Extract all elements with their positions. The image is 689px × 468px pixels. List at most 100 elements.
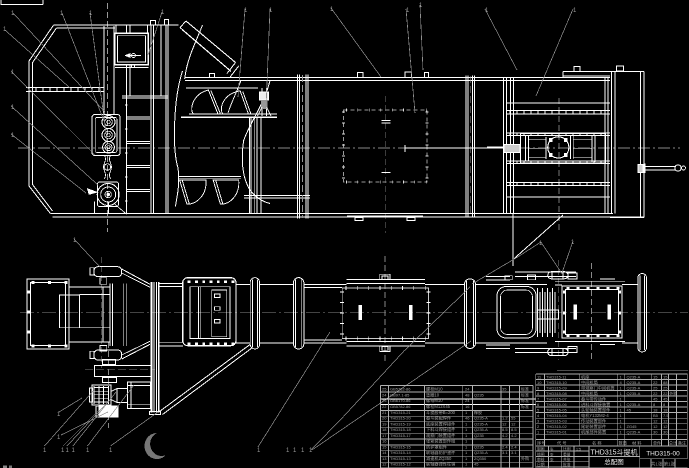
svg-text:螺栓M12X45: 螺栓M12X45	[426, 403, 451, 410]
svg-text:8.5: 8.5	[502, 427, 508, 432]
svg-text:14: 14	[382, 450, 387, 455]
svg-text:1: 1	[465, 433, 468, 438]
svg-text:总配图: 总配图	[604, 457, 624, 466]
svg-text:联轴器弹性柱销: 联轴器弹性柱销	[426, 461, 455, 468]
svg-text:10: 10	[537, 380, 542, 385]
svg-text:45: 45	[627, 407, 632, 412]
svg-text:1: 1	[330, 7, 334, 13]
svg-text:3.1: 3.1	[511, 450, 517, 455]
svg-text:审核: 审核	[537, 457, 545, 462]
svg-text:外购: 外购	[521, 455, 529, 461]
svg-text:材 料: 材 料	[632, 440, 642, 447]
svg-text:48: 48	[465, 392, 470, 397]
svg-text:1: 1	[465, 456, 468, 461]
svg-text:1: 1	[11, 133, 15, 139]
svg-text:3: 3	[537, 418, 540, 423]
svg-text:1: 1	[537, 429, 540, 434]
svg-text:1: 1	[620, 385, 623, 390]
svg-text:8.5: 8.5	[511, 427, 517, 432]
svg-text:6: 6	[537, 402, 540, 407]
svg-text:垫圈10: 垫圈10	[426, 391, 440, 398]
svg-text:11: 11	[537, 374, 542, 379]
svg-text:24: 24	[465, 398, 470, 403]
svg-text:Q235: Q235	[474, 433, 485, 438]
svg-text:机尾部件装置: 机尾部件装置	[581, 428, 606, 435]
svg-text:观察门装置组件: 观察门装置组件	[426, 432, 455, 439]
svg-text:1.2: 1.2	[502, 416, 508, 421]
svg-text:制图: 制图	[537, 447, 545, 452]
svg-text:标准: 标准	[521, 386, 529, 392]
svg-text:THD315-18: THD315-18	[390, 427, 411, 432]
svg-text:传动装置部件: 传动装置部件	[581, 417, 606, 424]
svg-text:30: 30	[653, 429, 658, 434]
svg-text:畚斗带传动件: 畚斗带传动件	[581, 395, 606, 402]
svg-text:1: 1	[11, 11, 15, 17]
svg-text:1: 1	[620, 402, 623, 407]
svg-text:1: 1	[571, 240, 575, 246]
svg-text:GB5782-86: GB5782-86	[390, 404, 411, 409]
svg-text:THD315-03: THD315-03	[546, 418, 567, 423]
svg-text:共1张 第1张: 共1张 第1张	[651, 461, 676, 468]
svg-text:1: 1	[620, 424, 623, 429]
svg-text:1: 1	[72, 448, 76, 454]
svg-text:1: 1	[539, 241, 543, 247]
svg-text:1: 1	[60, 11, 64, 17]
svg-text:重量: 重量	[563, 452, 571, 457]
svg-text:25: 25	[653, 385, 658, 390]
svg-text:THD315-21: THD315-21	[390, 410, 411, 415]
svg-text:2: 2	[537, 424, 540, 429]
svg-text:机座: 机座	[581, 373, 589, 380]
svg-text:45: 45	[663, 396, 668, 401]
svg-text:1: 1	[620, 374, 623, 379]
svg-text:4.2: 4.2	[511, 433, 517, 438]
svg-text:45: 45	[653, 396, 658, 401]
svg-text:THD315-07: THD315-07	[546, 396, 567, 401]
svg-text:THD315-20: THD315-20	[390, 416, 411, 421]
svg-text:Q235-A: Q235-A	[627, 385, 641, 390]
svg-text:46: 46	[465, 416, 470, 421]
svg-text:1: 1	[309, 448, 313, 454]
svg-text:总计: 总计	[669, 440, 677, 446]
svg-text:Q235-A: Q235-A	[627, 429, 641, 434]
svg-text:1: 1	[66, 448, 70, 454]
svg-text:Q235-A: Q235-A	[474, 416, 488, 421]
svg-text:1: 1	[620, 413, 623, 418]
svg-text:Q235-A: Q235-A	[627, 391, 641, 396]
svg-text:GB6170-86: GB6170-86	[390, 398, 411, 403]
svg-text:1: 1	[620, 429, 623, 434]
svg-text:1: 1	[465, 444, 468, 449]
svg-text:55: 55	[511, 416, 516, 421]
svg-text:Q235-A: Q235-A	[627, 380, 641, 385]
svg-text:THD315-19: THD315-19	[390, 421, 411, 426]
svg-text:30: 30	[663, 429, 668, 434]
svg-text:45: 45	[474, 462, 479, 467]
svg-text:尾轮装置部件: 尾轮装置部件	[581, 423, 606, 430]
svg-text:THD315-02: THD315-02	[546, 424, 567, 429]
svg-text:1: 1	[465, 421, 468, 426]
svg-text:1: 1	[406, 8, 410, 14]
svg-text:2.4: 2.4	[502, 444, 508, 449]
svg-text:批准: 批准	[563, 462, 571, 467]
svg-text:THD315-04: THD315-04	[546, 413, 567, 418]
svg-text:THD315-15: THD315-15	[390, 444, 411, 449]
svg-text:1: 1	[301, 448, 305, 454]
svg-text:35: 35	[502, 387, 507, 392]
svg-text:螺栓M10: 螺栓M10	[426, 386, 443, 393]
svg-text:中间机筒: 中间机筒	[581, 379, 598, 386]
svg-text:1: 1	[465, 462, 468, 467]
svg-text:比例: 比例	[563, 447, 571, 452]
svg-text:备注: 备注	[678, 440, 686, 446]
svg-text:THD315-08: THD315-08	[546, 391, 567, 396]
svg-text:THD315-14: THD315-14	[390, 450, 411, 455]
svg-text:23: 23	[382, 398, 387, 403]
svg-text:1: 1	[485, 8, 489, 14]
svg-text:橡胶: 橡胶	[474, 409, 482, 415]
svg-text:THD315-10: THD315-10	[546, 380, 567, 385]
svg-text:20: 20	[382, 416, 387, 421]
svg-text:减速机ZQ350: 减速机ZQ350	[426, 455, 452, 462]
svg-text:9: 9	[537, 385, 540, 390]
svg-text:底座装置焊接件: 底座装置焊接件	[426, 420, 455, 427]
svg-text:12: 12	[653, 424, 658, 429]
svg-text:1: 1	[43, 448, 47, 454]
svg-text:日期: 日期	[537, 462, 545, 467]
